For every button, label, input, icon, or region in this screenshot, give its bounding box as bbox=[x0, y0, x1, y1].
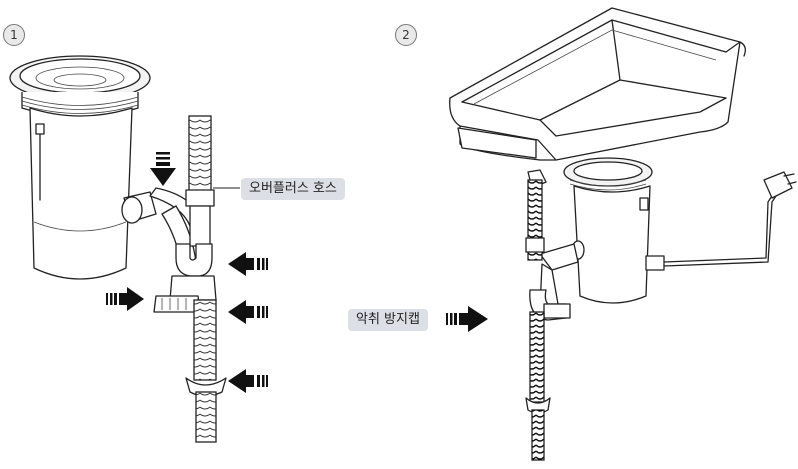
arrow-left-icon bbox=[228, 369, 268, 393]
sink-installation-view bbox=[446, 7, 797, 461]
overflow-hose-label: 오버플러스 호스 bbox=[241, 178, 345, 200]
arrow-right-icon bbox=[106, 287, 144, 311]
step-badge: 1 bbox=[3, 24, 25, 46]
anti-odor-cap-label: 악취 방지캡 bbox=[348, 309, 428, 331]
arrow-right-icon bbox=[446, 306, 488, 332]
arrow-left-icon bbox=[228, 252, 268, 276]
arrow-left-icon bbox=[228, 300, 268, 324]
arrow-down-icon bbox=[150, 152, 176, 186]
drain-assembly-closeup bbox=[9, 55, 268, 443]
step-badge: 2 bbox=[395, 24, 417, 46]
